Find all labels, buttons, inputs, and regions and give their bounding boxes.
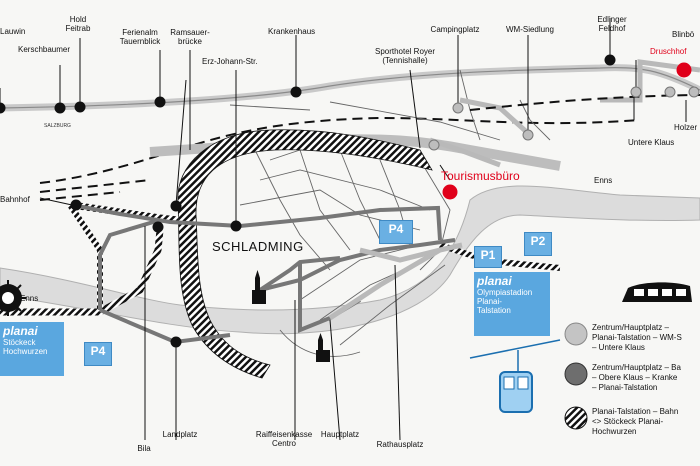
label-enns-west: Enns	[20, 294, 39, 303]
church-icon	[252, 270, 266, 304]
planai-logo-west: planai	[3, 324, 38, 338]
tourismusburo-marker	[442, 184, 458, 200]
label-druschhof: Druschhof	[650, 47, 687, 56]
bus-stop-red-east	[676, 62, 692, 78]
bus-stop-ramsauerbruecke	[170, 200, 182, 212]
bus-stop-untere-klaus	[630, 86, 642, 98]
parking-p2: P2	[524, 232, 552, 256]
bus-stop-wm-siedlung	[522, 129, 534, 141]
bus-stop-hold	[74, 101, 86, 113]
bus-stop-druschhof	[664, 86, 676, 98]
label-ramsauerbruecke: Ramsauer- brücke	[170, 28, 210, 46]
label-krankenhaus: Krankenhaus	[268, 27, 316, 36]
label-enns-east: Enns	[594, 176, 613, 185]
route-loop-hatched	[177, 129, 433, 379]
legend-swatch-dark	[564, 362, 588, 386]
route-light	[328, 59, 700, 321]
church-icon	[316, 333, 330, 362]
parking-p4-center: P4	[379, 220, 413, 244]
label-lauwin: Lauwin	[0, 27, 26, 36]
bus-icon	[622, 282, 692, 302]
label-hold-feitrab: Hold Feitrab	[65, 15, 91, 33]
planai-text-west: Stöckeck Hochwurzen	[3, 338, 48, 356]
ski-area-icon	[0, 280, 26, 316]
label-bahnhof: Bahnhof	[0, 195, 30, 204]
label-ferienalm: Ferienalm Tauernblick	[119, 28, 161, 46]
bus-stop-krankenhaus	[290, 86, 302, 98]
legend-item-hatched: Planai-Talstation – Bahn <> Stöckeck Pla…	[592, 407, 679, 436]
bus-stop-lauwin	[0, 102, 6, 114]
label-bila: Bila	[137, 444, 151, 453]
bus-stop-kerschbaumer	[54, 102, 66, 114]
parking-p1: P1	[474, 246, 502, 268]
bus-stop-campingplatz	[452, 102, 464, 114]
bus-stop-holzer	[688, 86, 700, 98]
label-holzer: Holzer	[674, 123, 698, 132]
label-sporthotel: Sporthotel Royer (Tennishalle)	[374, 47, 436, 65]
label-erz-johann: Erz-Johann-Str.	[202, 57, 258, 66]
bus-stop-bila	[152, 221, 164, 233]
parking-p4-west: P4	[84, 342, 112, 366]
legend-item-light: Zentrum/Hauptplatz – Planai-Talstation –…	[592, 323, 682, 352]
planai-box-east: planai Olympiastadion Planai- Talstation	[474, 272, 550, 336]
highway-b320	[0, 64, 700, 112]
label-rathausplatz: Rathausplatz	[376, 440, 424, 449]
label-landplatz: Landplatz	[162, 430, 198, 439]
label-campingplatz: Campingplatz	[430, 25, 480, 34]
label-raiffeisen: Raiffeisenkasse Centro	[255, 430, 313, 448]
label-untere-klaus: Untere Klaus	[628, 138, 675, 147]
planai-logo-east: planai	[477, 274, 512, 288]
label-wm-siedlung: WM-Siedlung	[505, 25, 555, 34]
leader-lines	[0, 18, 687, 441]
planai-box-west: planai Stöckeck Hochwurzen	[0, 322, 64, 376]
planai-text-east: Olympiastadion Planai- Talstation	[477, 288, 533, 315]
label-salzburg: SALZBURG	[44, 123, 71, 129]
bus-stop-ferienalm	[154, 96, 166, 108]
bus-stop-edlinger	[604, 54, 616, 66]
legend-swatch-light	[564, 322, 588, 346]
legend-item-dark: Zentrum/Hauptplatz – Ba – Obere Klaus – …	[592, 363, 681, 392]
legend-swatch-hatched	[564, 406, 588, 430]
bus-stop-landplatz	[170, 336, 182, 348]
label-kerschbaumer: Kerschbaumer	[18, 45, 71, 54]
bus-stop-bahnhof	[70, 199, 82, 211]
bus-stop-sporthotel	[428, 139, 440, 151]
label-schladming: SCHLADMING	[212, 239, 304, 254]
label-hauptplatz: Hauptplatz	[320, 430, 360, 439]
gondola-icon	[469, 339, 561, 413]
label-blinboer: Blinbö	[672, 30, 695, 39]
bus-stop-erz-johann	[230, 220, 242, 232]
label-edlinger: Edlinger Feldhof	[597, 15, 627, 33]
label-tourismusburo: Tourismusbüro	[441, 169, 520, 183]
